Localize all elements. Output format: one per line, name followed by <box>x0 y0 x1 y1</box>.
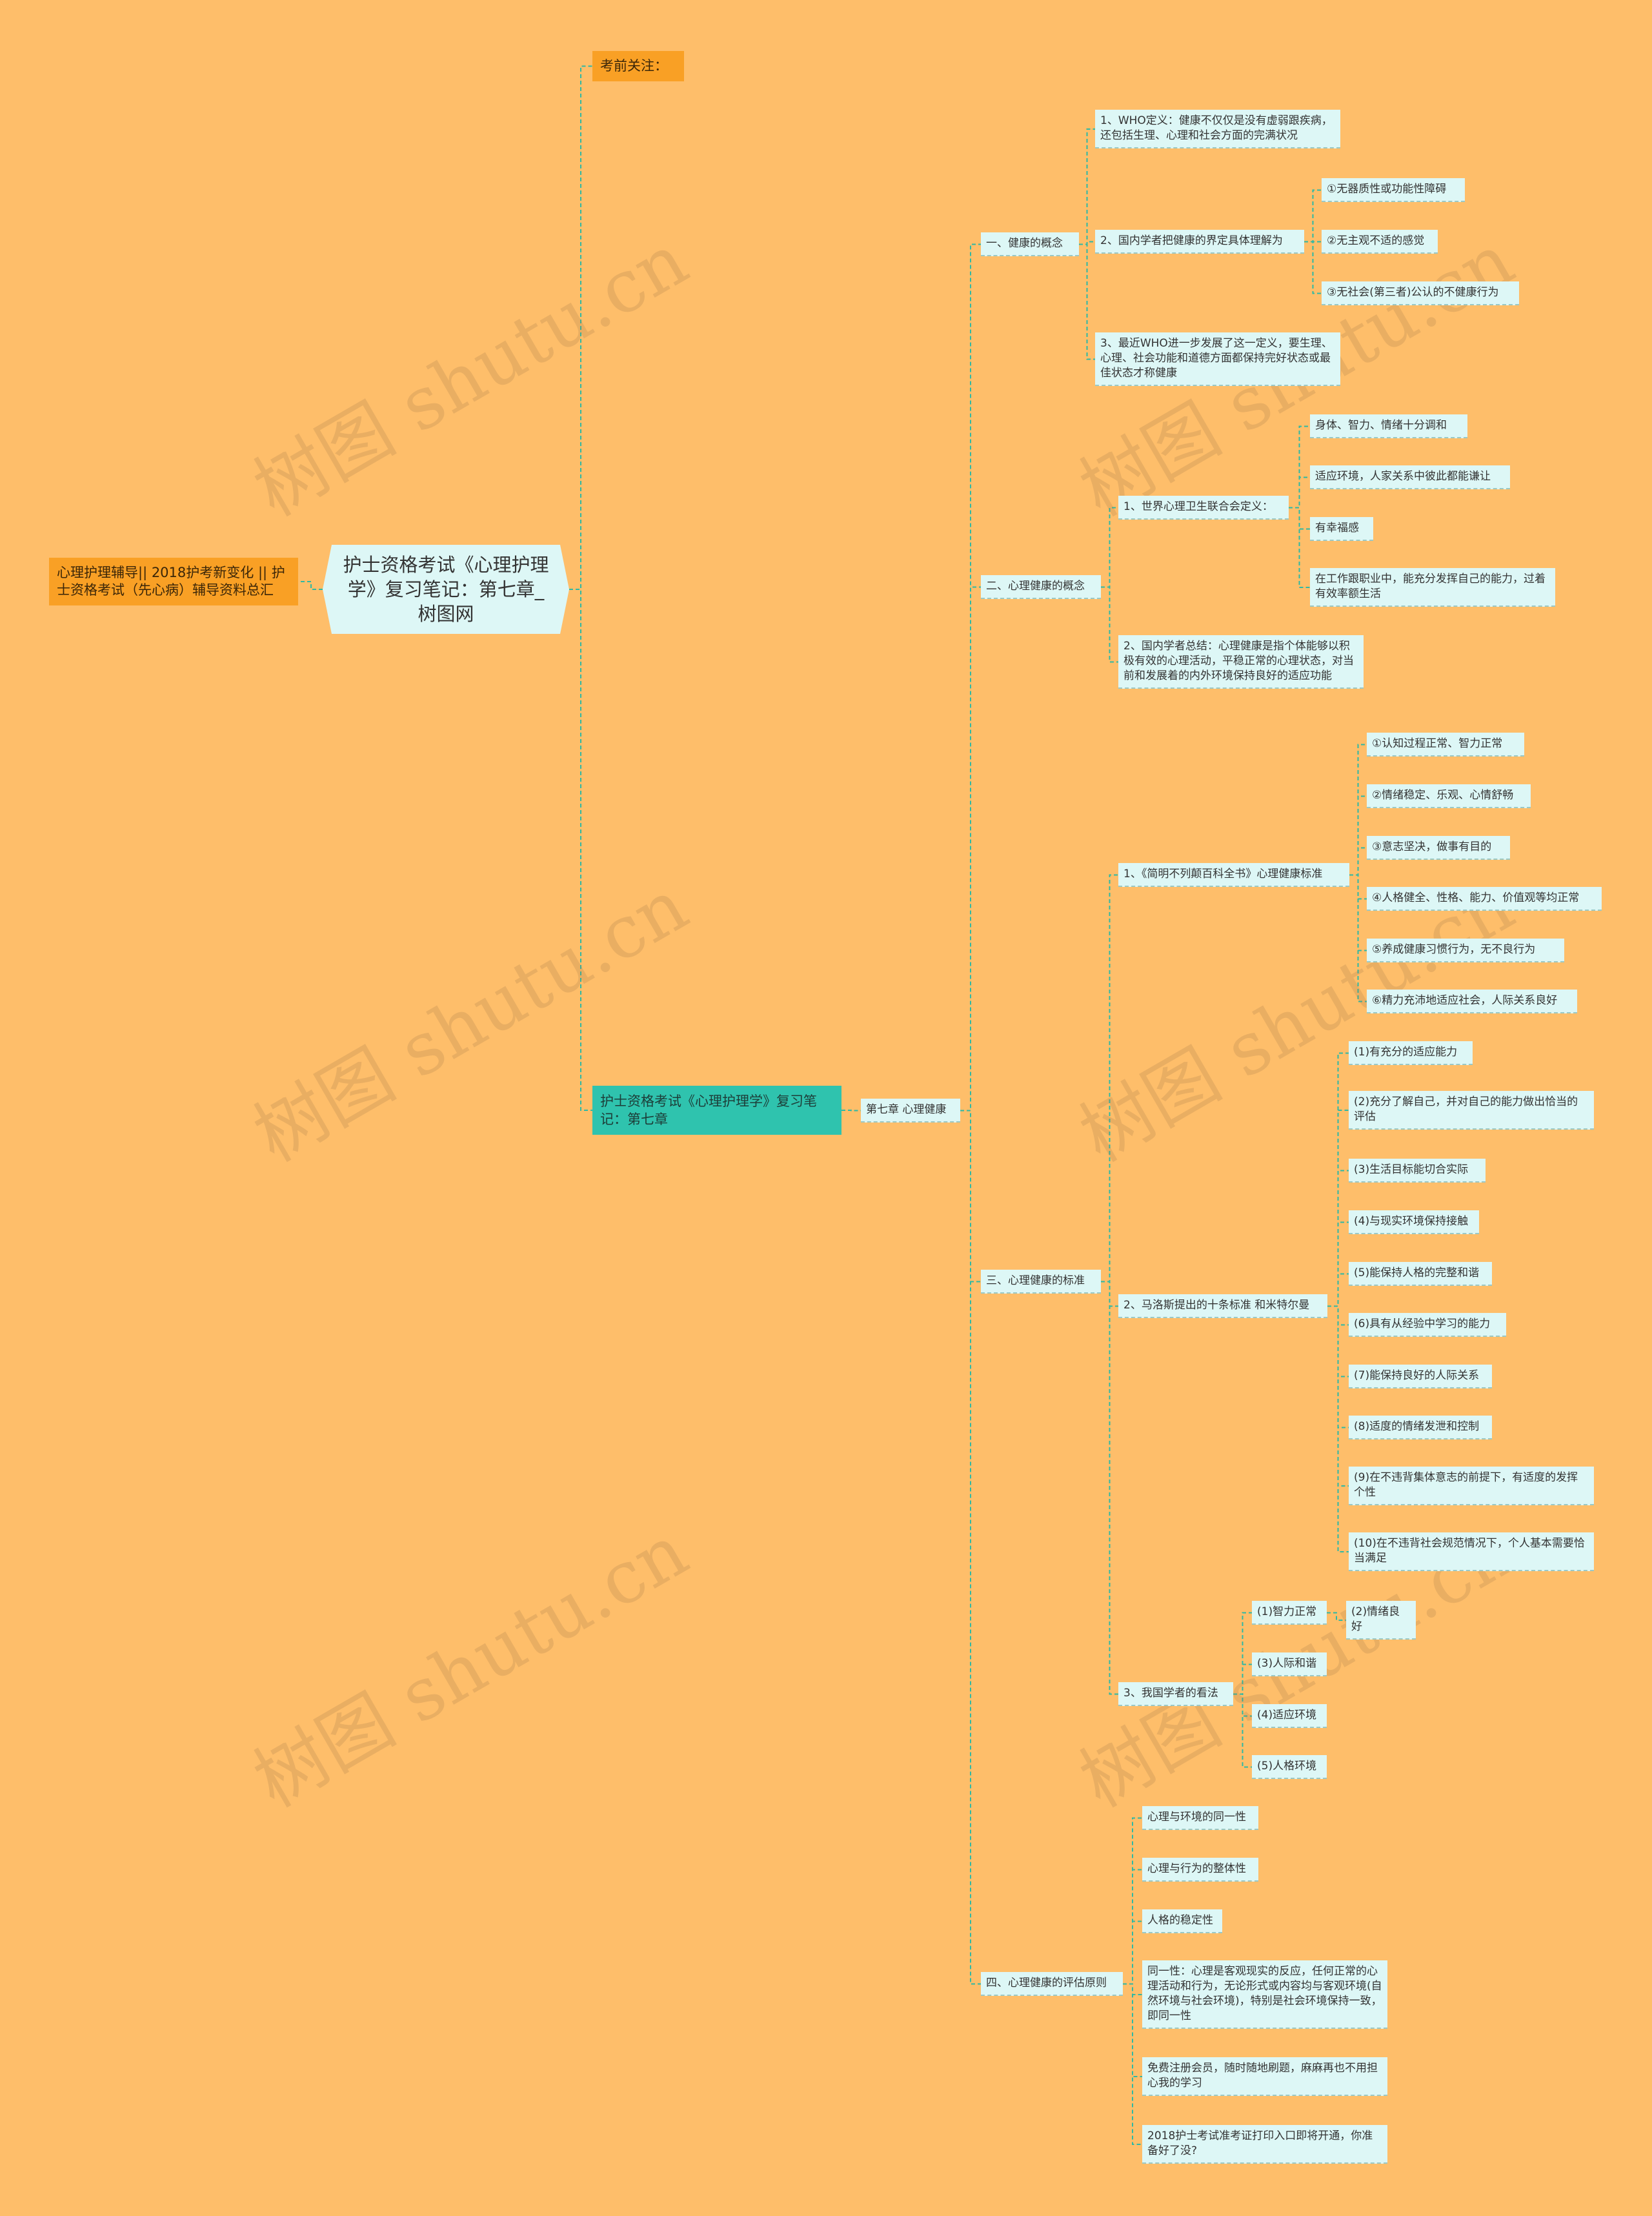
list-item[interactable]: ②无主观不适的感觉 <box>1322 230 1438 254</box>
list-item[interactable]: 在工作跟职业中，能充分发挥自己的能力，过着有效率额生活 <box>1310 568 1555 607</box>
connector <box>298 581 323 590</box>
connector <box>1101 874 1118 1283</box>
list-item[interactable]: ②情绪稳定、乐观、心情舒畅 <box>1367 784 1531 808</box>
connector <box>1349 847 1367 876</box>
section-mental-health-standards[interactable]: 三、心理健康的标准 <box>981 1270 1101 1294</box>
root-topic[interactable]: 护士资格考试《心理护理学》复习笔记：第七章_树图网 <box>323 545 569 634</box>
connector <box>1079 243 1095 360</box>
connector <box>1327 1221 1349 1307</box>
list-item[interactable]: (2)情绪良好 <box>1346 1601 1416 1640</box>
section-health-concept[interactable]: 一、健康的概念 <box>981 232 1079 256</box>
connector <box>1101 1281 1118 1695</box>
list-item[interactable]: 适应环境，人家关系中彼此都能谦让 <box>1310 465 1510 489</box>
related-link-node[interactable]: 心理护理辅导|| 2018护考新变化 || 护士资格考试（先心病）辅导资料总汇 <box>49 558 298 605</box>
connector <box>960 1110 981 1985</box>
connector <box>569 65 592 590</box>
list-item[interactable]: (3)人际和谐 <box>1252 1652 1327 1676</box>
list-item[interactable]: (9)在不违背集体意志的前提下，有适度的发挥个性 <box>1349 1467 1594 1505</box>
connector <box>1123 1920 1142 1985</box>
list-item[interactable]: 1、《简明不列颠百科全书》心理健康标准 <box>1118 863 1349 887</box>
list-item[interactable]: 同一性：心理是客观现实的反应，任何正常的心理活动和行为，无论形式或内容均与客观环… <box>1142 1960 1387 2029</box>
list-item[interactable]: 免费注册会员，随时随地刷题，麻麻再也不用担心我的学习 <box>1142 2057 1387 2096</box>
list-item[interactable]: ⑤养成健康习惯行为，无不良行为 <box>1367 939 1564 962</box>
list-item[interactable]: 3、我国学者的看法 <box>1118 1682 1233 1706</box>
list-item[interactable]: 2018护士考试准考证打印入口即将开通，你准备好了没? <box>1142 2125 1387 2164</box>
list-item[interactable]: 心理与环境的同一性 <box>1142 1806 1258 1830</box>
list-item[interactable]: (10)在不违背社会规范情况下，个人基本需要恰当满足 <box>1349 1532 1594 1571</box>
section-evaluation-principles[interactable]: 四、心理健康的评估原则 <box>981 1972 1123 1996</box>
list-item[interactable]: 3、最近WHO进一步发展了这一定义，要生理、心理、社会功能和道德方面都保持完好状… <box>1095 332 1340 386</box>
connector <box>841 1110 861 1112</box>
list-item[interactable]: 心理与行为的整体性 <box>1142 1858 1258 1882</box>
connector <box>960 586 981 1112</box>
list-item[interactable]: 身体、智力、情绪十分调和 <box>1310 414 1467 438</box>
connector <box>1289 476 1310 509</box>
list-item[interactable]: (6)具有从经验中学习的能力 <box>1349 1313 1506 1337</box>
list-item[interactable]: 2、国内学者总结：心理健康是指个体能够以积极有效的心理活动，平稳正常的心理状态，… <box>1118 635 1364 689</box>
connector <box>1304 189 1322 243</box>
list-item[interactable]: (4)与现实环境保持接触 <box>1349 1210 1479 1234</box>
connector <box>1289 425 1310 509</box>
connector <box>1304 241 1322 294</box>
connector <box>1101 586 1118 663</box>
list-item[interactable]: ⑥精力充沛地适应社会，人际关系良好 <box>1367 990 1577 1013</box>
section-mental-health-concept[interactable]: 二、心理健康的概念 <box>981 575 1101 599</box>
list-item[interactable]: 2、国内学者把健康的界定具体理解为 <box>1095 230 1304 254</box>
list-item[interactable]: (1)有充分的适应能力 <box>1349 1041 1473 1065</box>
connector <box>1123 1983 1142 2145</box>
connector <box>1233 1693 1252 1768</box>
list-item[interactable]: 1、世界心理卫生联合会定义： <box>1118 496 1289 520</box>
connector <box>1327 1273 1349 1307</box>
list-item[interactable]: 人格的稳定性 <box>1142 1909 1222 1933</box>
connector <box>1101 507 1118 588</box>
connector <box>1327 1305 1349 1552</box>
connector <box>1123 1983 1142 2077</box>
list-item[interactable]: (7)能保持良好的人际关系 <box>1349 1365 1492 1388</box>
list-item[interactable]: (8)适度的情绪发泄和控制 <box>1349 1416 1492 1439</box>
list-item[interactable]: 有幸福感 <box>1310 517 1373 541</box>
list-item[interactable]: (1)智力正常 <box>1252 1601 1327 1625</box>
connector <box>960 243 981 1112</box>
list-item[interactable]: (3)生活目标能切合实际 <box>1349 1159 1486 1183</box>
connector <box>1349 874 1367 1002</box>
connector <box>1327 1612 1346 1621</box>
connector <box>1349 795 1367 876</box>
list-item[interactable]: ④人格健全、性格、能力、价值观等均正常 <box>1367 887 1602 911</box>
list-item[interactable]: ③意志坚决，做事有目的 <box>1367 836 1510 860</box>
list-item[interactable]: (4)适应环境 <box>1252 1704 1327 1728</box>
connector <box>1079 128 1095 245</box>
list-item[interactable]: (5)人格环境 <box>1252 1755 1327 1779</box>
list-item[interactable]: ①无器质性或功能性障碍 <box>1322 178 1465 202</box>
connector <box>1233 1663 1252 1695</box>
connector <box>1079 241 1095 245</box>
exam-focus-node[interactable]: 考前关注： <box>592 51 684 81</box>
chapter-subtitle-node[interactable]: 第七章 心理健康 <box>861 1099 960 1123</box>
list-item[interactable]: 1、WHO定义：健康不仅仅是没有虚弱跟疾病，还包括生理、心理和社会方面的完满状况 <box>1095 110 1340 148</box>
chapter-node[interactable]: 护士资格考试《心理护理学》复习笔记：第七章 <box>592 1086 841 1135</box>
list-item[interactable]: ③无社会(第三者)公认的不健康行为 <box>1322 281 1519 305</box>
connector <box>569 589 592 1111</box>
list-item[interactable]: ①认知过程正常、智力正常 <box>1367 733 1524 757</box>
list-item[interactable]: (2)充分了解自己，并对自己的能力做出恰当的评估 <box>1349 1091 1594 1130</box>
list-item[interactable]: (5)能保持人格的完整和谐 <box>1349 1262 1492 1286</box>
list-item[interactable]: 2、马洛斯提出的十条标准 和米特尔曼 <box>1118 1294 1327 1318</box>
connector <box>1289 507 1310 588</box>
